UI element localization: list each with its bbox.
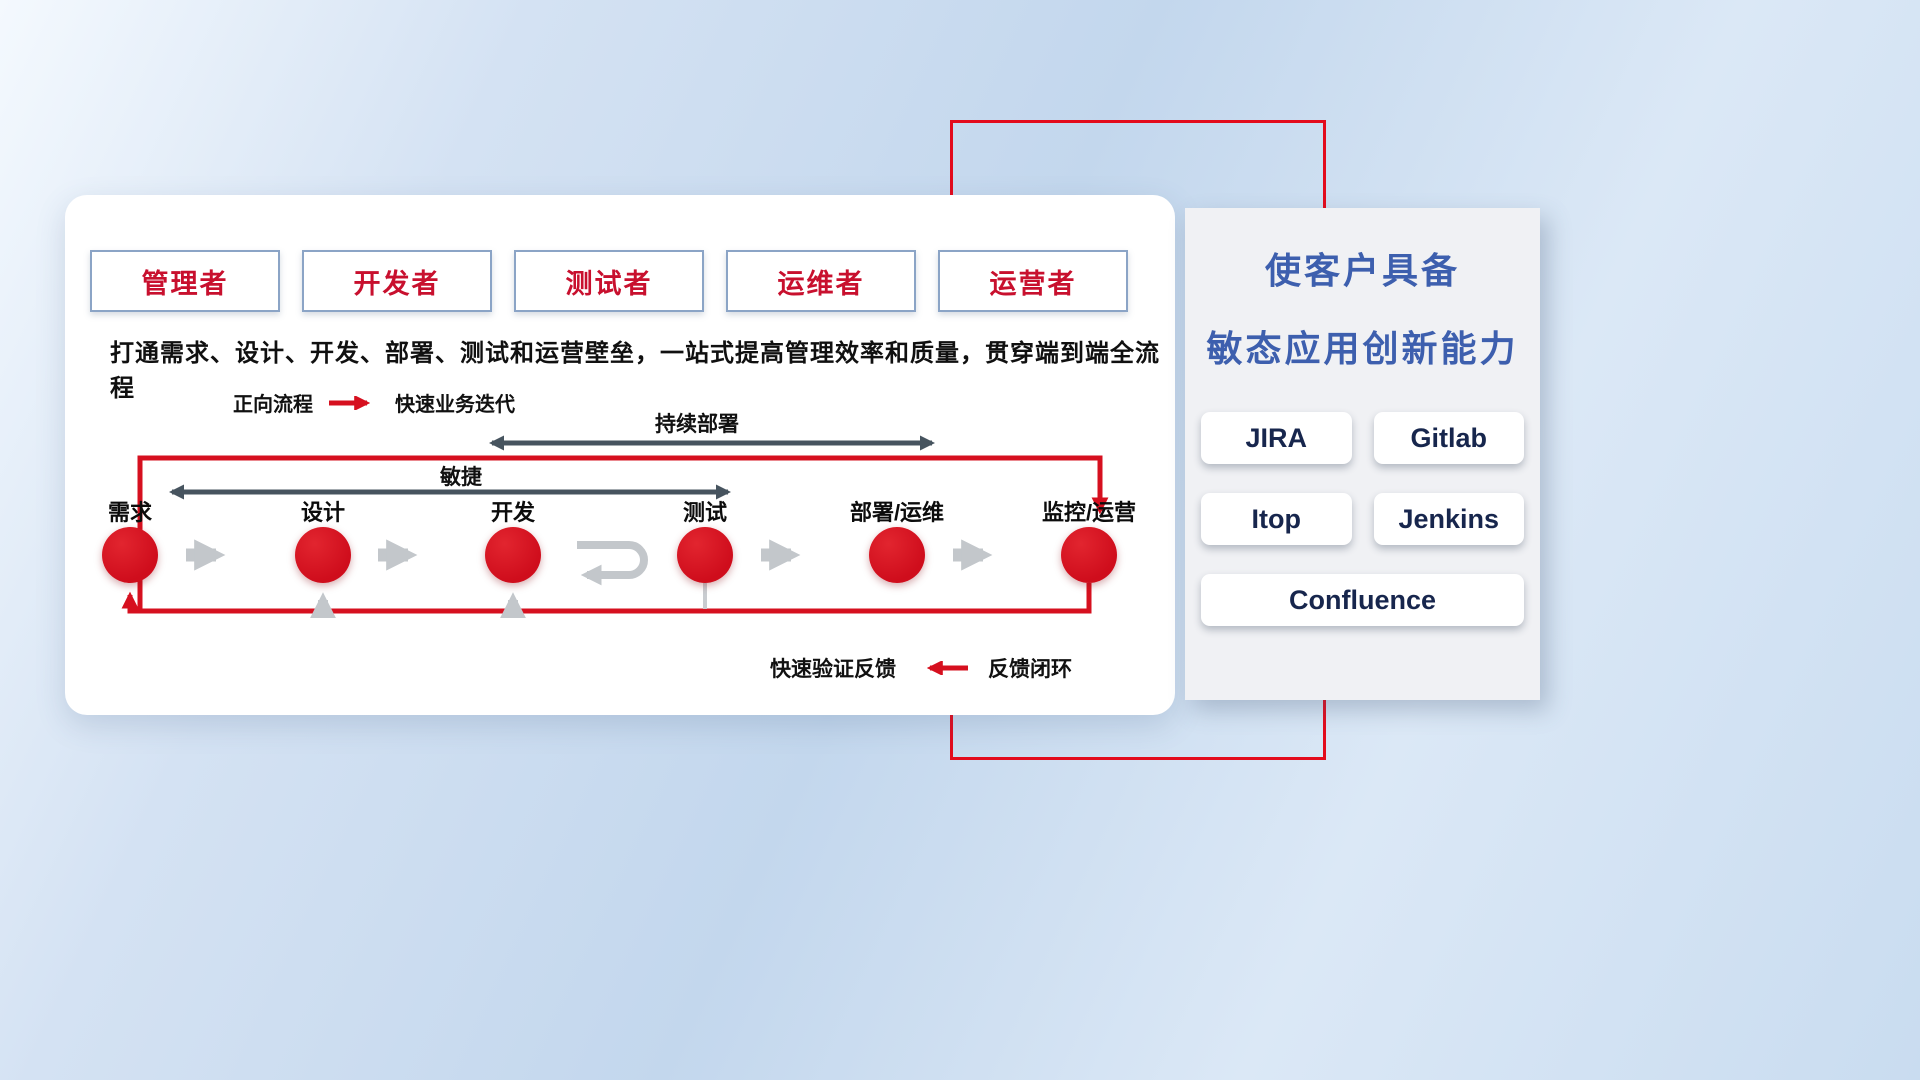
stage-node-develop	[485, 527, 541, 583]
stage-node-test	[677, 527, 733, 583]
role-box-tester: 测试者	[514, 250, 704, 312]
role-box-manager: 管理者	[90, 250, 280, 312]
panel-title-line1: 使客户具备	[1264, 250, 1460, 291]
forward-loop-line	[137, 455, 1109, 611]
tool-chip-itop: Itop	[1201, 493, 1352, 545]
role-box-ops: 运维者	[726, 250, 916, 312]
roles-row: 管理者 开发者 测试者 运维者 运营者	[90, 250, 1128, 312]
iteration-loop-icon	[577, 541, 648, 586]
stage-node-requirement	[102, 527, 158, 583]
flow-diagram	[121, 435, 1109, 619]
devops-flow-card: 管理者 开发者 测试者 运维者 运营者 打通需求、设计、开发、部署、测试和运营壁…	[65, 195, 1175, 715]
role-box-developer: 开发者	[302, 250, 492, 312]
stage-label-deploy-ops: 部署/运维	[849, 500, 945, 525]
tools-panel: 使客户具备 敏态应用创新能力 JIRA Gitlab Itop Jenkins …	[1185, 208, 1540, 700]
stage-label-design: 设计	[300, 500, 345, 525]
red-left-arrow-icon	[926, 661, 968, 675]
card-description: 打通需求、设计、开发、部署、测试和运营壁垒，一站式提高管理效率和质量，贯穿端到端…	[110, 340, 1160, 402]
legend-feedback-label: 快速验证反馈	[770, 658, 896, 681]
legend-feedback-value: 反馈闭环	[988, 658, 1072, 681]
tool-chip-gitlab: Gitlab	[1373, 412, 1524, 464]
tool-chip-jira: JIRA	[1201, 412, 1352, 464]
panel-title-line2: 敏态应用创新能力	[1206, 328, 1519, 369]
agile-label: 敏捷	[440, 466, 482, 489]
stage-label-test: 测试	[682, 500, 727, 525]
role-box-operator: 运营者	[938, 250, 1128, 312]
legend-forward: 正向流程 快速业务迭代	[233, 388, 515, 417]
stage-node-design	[295, 527, 351, 583]
stage-node-monitor-operate	[1061, 527, 1117, 583]
continuous-deploy-label: 持续部署	[655, 413, 739, 436]
stage-label-develop: 开发	[490, 500, 535, 525]
tool-chip-confluence: Confluence	[1201, 574, 1524, 626]
legend-feedback: 快速验证反馈 反馈闭环	[770, 653, 1072, 683]
tools-grid: JIRA Gitlab Itop Jenkins Confluence	[1201, 412, 1524, 626]
stage-label-monitor-operate: 监控/运营	[1041, 500, 1137, 525]
legend-forward-label: 正向流程	[233, 394, 313, 416]
red-right-arrow-icon	[329, 395, 371, 410]
feedback-loop-line	[121, 583, 1092, 614]
stage-node-deploy-ops	[869, 527, 925, 583]
tool-chip-jenkins: Jenkins	[1373, 493, 1524, 545]
legend-forward-value: 快速业务迭代	[395, 394, 515, 416]
stage-label-requirement: 需求	[107, 500, 152, 525]
